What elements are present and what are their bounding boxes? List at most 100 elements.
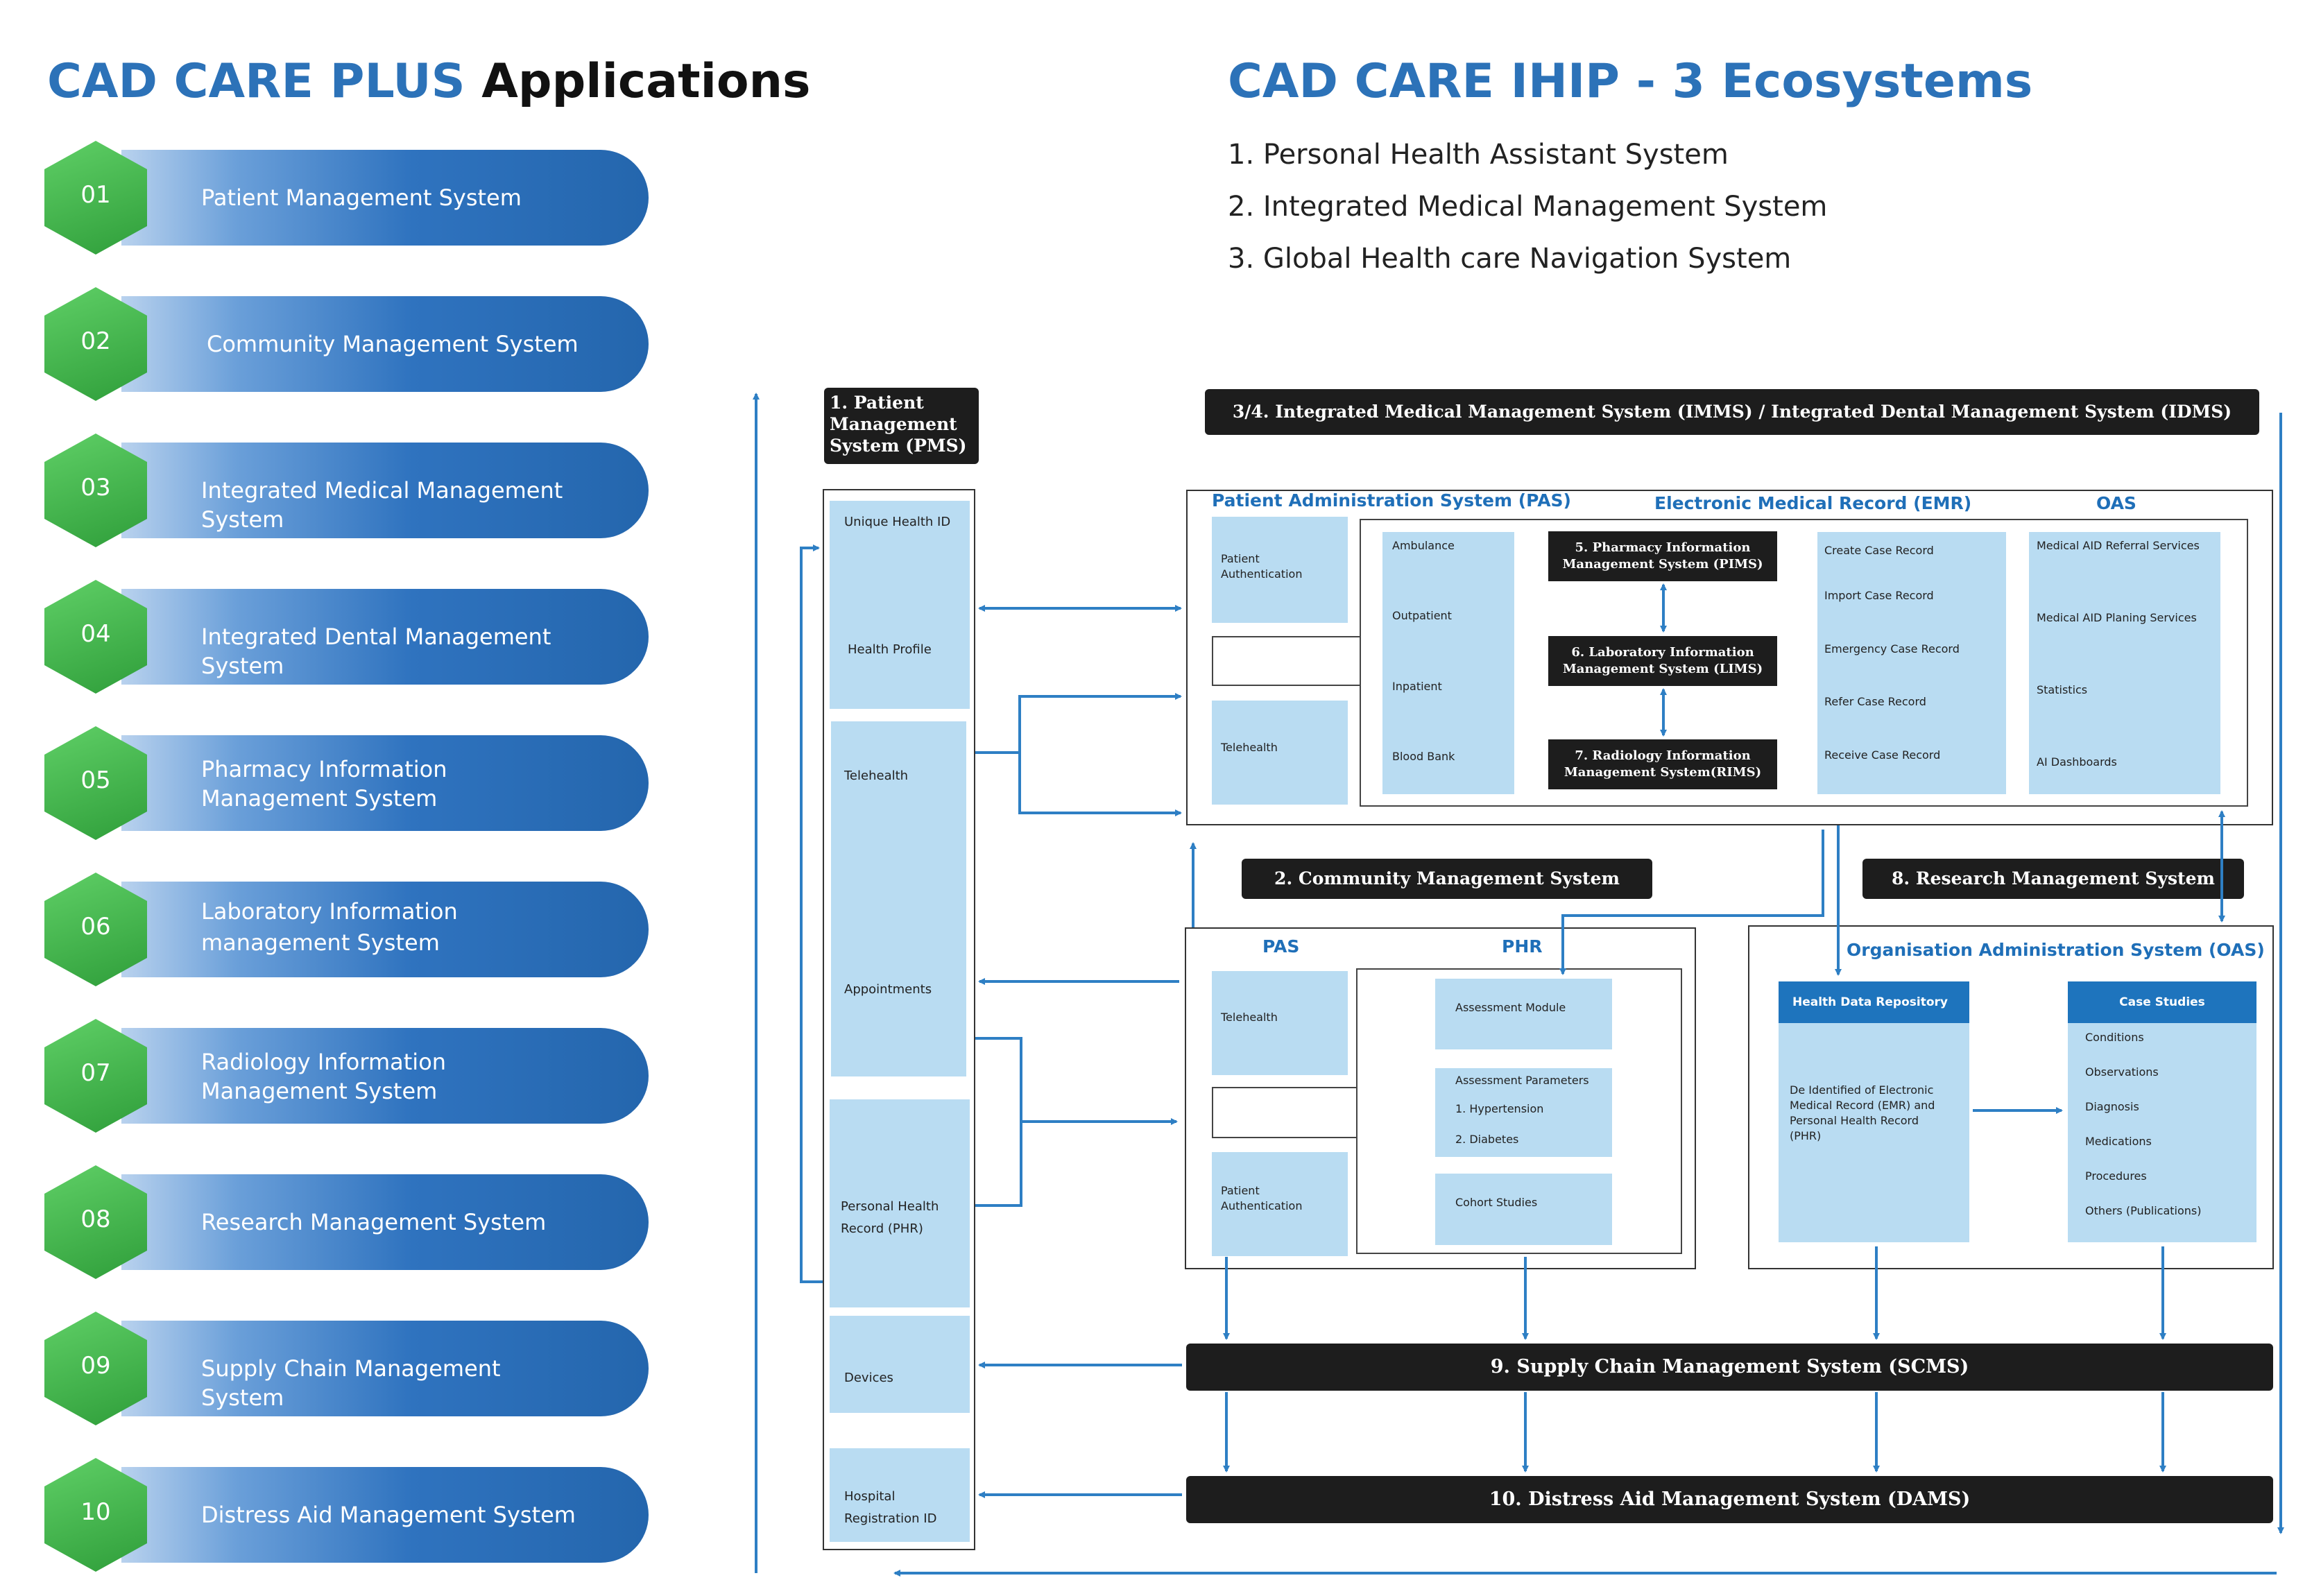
hexagon-badge: 01 [44, 141, 147, 255]
receive-case-record: Receive Case Record [1824, 748, 1941, 762]
app-label: Pharmacy Information Management System [201, 756, 447, 812]
app-number: 07 [80, 1059, 111, 1087]
right-heading: CAD CARE IHIP - 3 Ecosystems [1228, 54, 2033, 109]
emr-cms-arrow [1559, 830, 1824, 975]
oas-services-box [2029, 532, 2220, 794]
hexagon-badge: 07 [44, 1019, 147, 1133]
cms-telehealth: Telehealth [1221, 1011, 1278, 1024]
assessment-parameters-box [1435, 1068, 1612, 1157]
left-heading-suffix: Applications [481, 54, 811, 109]
case-conditions: Conditions [2085, 1031, 2144, 1044]
hdr-box [1779, 981, 1969, 1242]
assessment-parameters: Assessment Parameters [1455, 1074, 1589, 1087]
pms-loop-arrow [800, 544, 823, 1283]
oas-statistics: Statistics [2037, 683, 2088, 696]
hdr-header: Health Data Repository [1779, 981, 1969, 1023]
app-pill [121, 1174, 649, 1270]
app-label: Integrated Dental Management System [201, 624, 551, 679]
ecosystem-item-3: 3. Global Health care Navigation System [1228, 243, 1792, 275]
param-diabetes: 2. Diabetes [1455, 1133, 1519, 1146]
hexagon-badge: 05 [44, 726, 147, 840]
assessment-module-box [1435, 979, 1612, 1049]
case-records-box [1817, 532, 2006, 794]
pims-box: 5. Pharmacy Information Management Syste… [1548, 531, 1777, 581]
refer-case-record: Refer Case Record [1824, 695, 1926, 708]
case-medications: Medications [2085, 1135, 2152, 1148]
pms-block-hospital [830, 1448, 970, 1542]
imms-pas-notch [1212, 636, 1360, 686]
app-number: 01 [80, 181, 111, 209]
imms-patient-auth-box [1212, 517, 1348, 623]
app-pill [121, 443, 649, 538]
hexagon-badge: 02 [44, 287, 147, 401]
left-heading: CAD CARE PLUS Applications [47, 54, 811, 109]
cohort-studies-box [1435, 1174, 1612, 1245]
emr-blood-bank: Blood Bank [1392, 750, 1455, 763]
oas-referral: Medical AID Referral Services [2037, 539, 2200, 552]
cms-phr-title: PHR [1502, 936, 1543, 956]
phr-bracket [975, 1037, 1022, 1207]
app-pill [121, 589, 649, 685]
pms-block-telehealth [831, 721, 966, 1076]
app-number: 05 [80, 766, 111, 794]
cms-pas-notch [1212, 1087, 1356, 1138]
imms-telehealth: Telehealth [1221, 741, 1278, 754]
cms-pas-title: PAS [1262, 936, 1300, 956]
app-label: Distress Aid Management System [201, 1502, 576, 1528]
app-pill [121, 1028, 649, 1124]
imms-title: 3/4. Integrated Medical Management Syste… [1205, 389, 2259, 435]
app-label: Research Management System [201, 1209, 547, 1235]
oas-planning: Medical AID Planing Services [2037, 611, 2197, 624]
rims-box: 7. Radiology Information Management Syst… [1548, 739, 1777, 789]
pms-appointments: Appointments [844, 982, 932, 997]
emr-oas-frame [1360, 519, 2248, 807]
emr-title: Electronic Medical Record (EMR) [1654, 493, 1972, 513]
app-label: Supply Chain Management System [201, 1355, 501, 1411]
emergency-case-record: Emergency Case Record [1824, 642, 1960, 655]
telehealth-imms-arrow-b [1018, 753, 1182, 816]
pms-health-profile: Health Profile [848, 642, 932, 657]
app-number: 08 [80, 1205, 111, 1233]
ecosystem-item-2: 2. Integrated Medical Management System [1228, 191, 1828, 223]
param-hypertension: 1. Hypertension [1455, 1102, 1544, 1115]
app-number: 09 [80, 1352, 111, 1380]
emr-outpatient: Outpatient [1392, 609, 1452, 622]
app-number: 10 [80, 1498, 111, 1526]
pms-title: 1. Patient Management System (PMS) [824, 388, 979, 464]
emr-inpatient: Inpatient [1392, 680, 1442, 693]
hexagon-badge: 09 [44, 1312, 147, 1425]
pms-phr: Personal Health Record (PHR) [841, 1199, 939, 1236]
imms-patient-auth: Patient Authentication [1221, 552, 1303, 581]
pms-block-phr [830, 1099, 970, 1307]
hexagon-badge: 10 [44, 1458, 147, 1572]
ecosystem-item-1: 1. Personal Health Assistant System [1228, 139, 1729, 171]
scms-bar: 9. Supply Chain Management System (SCMS) [1186, 1344, 2273, 1391]
emr-services-box [1382, 532, 1514, 794]
oas-title: OAS [2096, 493, 2136, 513]
case-studies-header: Case Studies [2068, 981, 2256, 1023]
app-label: Integrated Medical Management System [201, 477, 563, 533]
cms-telehealth-box [1212, 971, 1348, 1075]
create-case-record: Create Case Record [1824, 544, 1934, 557]
cms-patient-auth: Patient Authentication [1221, 1184, 1303, 1212]
hdr-body: De Identified of Electronic Medical Reco… [1790, 1083, 1935, 1142]
cms-phr-frame [1356, 968, 1682, 1254]
case-observations: Observations [2085, 1065, 2159, 1079]
cms-title: 2. Community Management System (CMS) [1242, 859, 1652, 929]
dams-bar: 10. Distress Aid Management System (DAMS… [1186, 1476, 2273, 1523]
app-number: 03 [80, 474, 111, 501]
case-procedures: Procedures [2085, 1169, 2147, 1183]
app-number: 04 [80, 620, 111, 648]
app-label: Patient Management System [201, 185, 522, 211]
app-pill [121, 296, 649, 392]
app-pill [121, 150, 649, 246]
cms-patient-auth-box [1212, 1152, 1348, 1256]
app-label: Laboratory Information management System [201, 898, 458, 956]
telehealth-imms-arrow-a [975, 693, 1182, 754]
import-case-record: Import Case Record [1824, 589, 1934, 602]
app-label: Community Management System [207, 331, 579, 357]
pms-telehealth: Telehealth [844, 769, 909, 783]
imms-telehealth-box [1212, 701, 1348, 805]
